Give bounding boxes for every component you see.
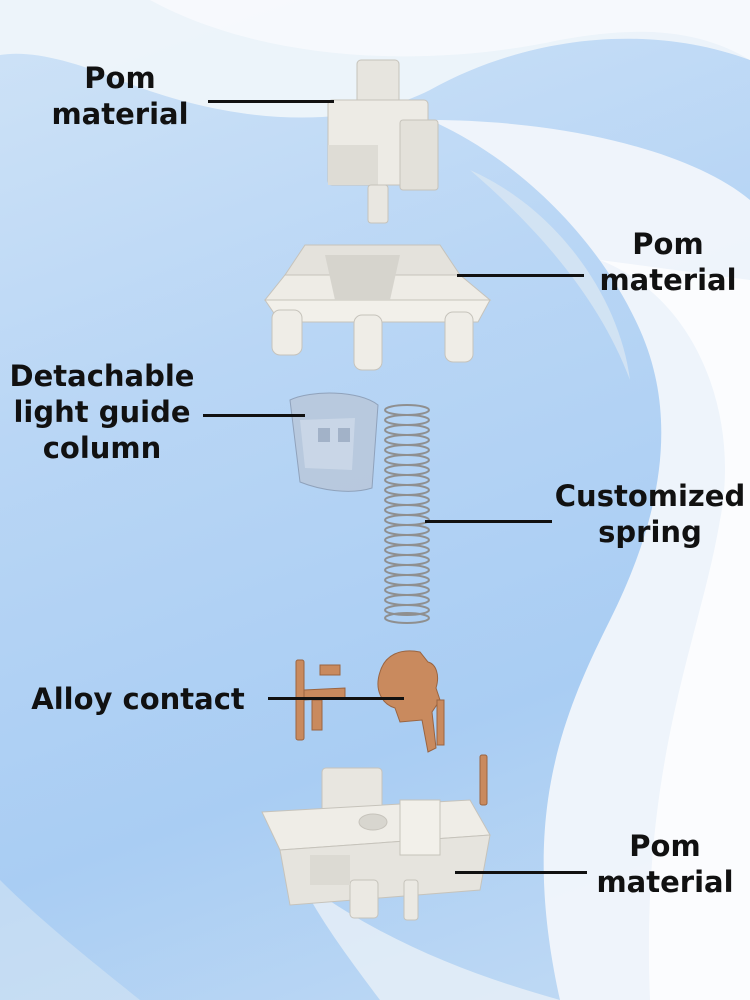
top-housing-leader-line xyxy=(457,274,584,277)
light-guide-leader-line xyxy=(203,414,305,417)
contact-leader-line xyxy=(268,697,404,700)
contact-label: Alloy contact xyxy=(31,682,245,716)
light-guide-part xyxy=(289,392,379,492)
spring-part xyxy=(384,404,430,624)
stem-part xyxy=(327,59,439,224)
bottom-housing-leader-line xyxy=(455,871,587,874)
spring-leader-line xyxy=(425,520,552,523)
bottom-housing-part xyxy=(261,767,491,921)
stem-leader-line xyxy=(208,100,334,103)
top-housing-part xyxy=(263,244,492,371)
alloy-contact-part xyxy=(295,650,488,806)
